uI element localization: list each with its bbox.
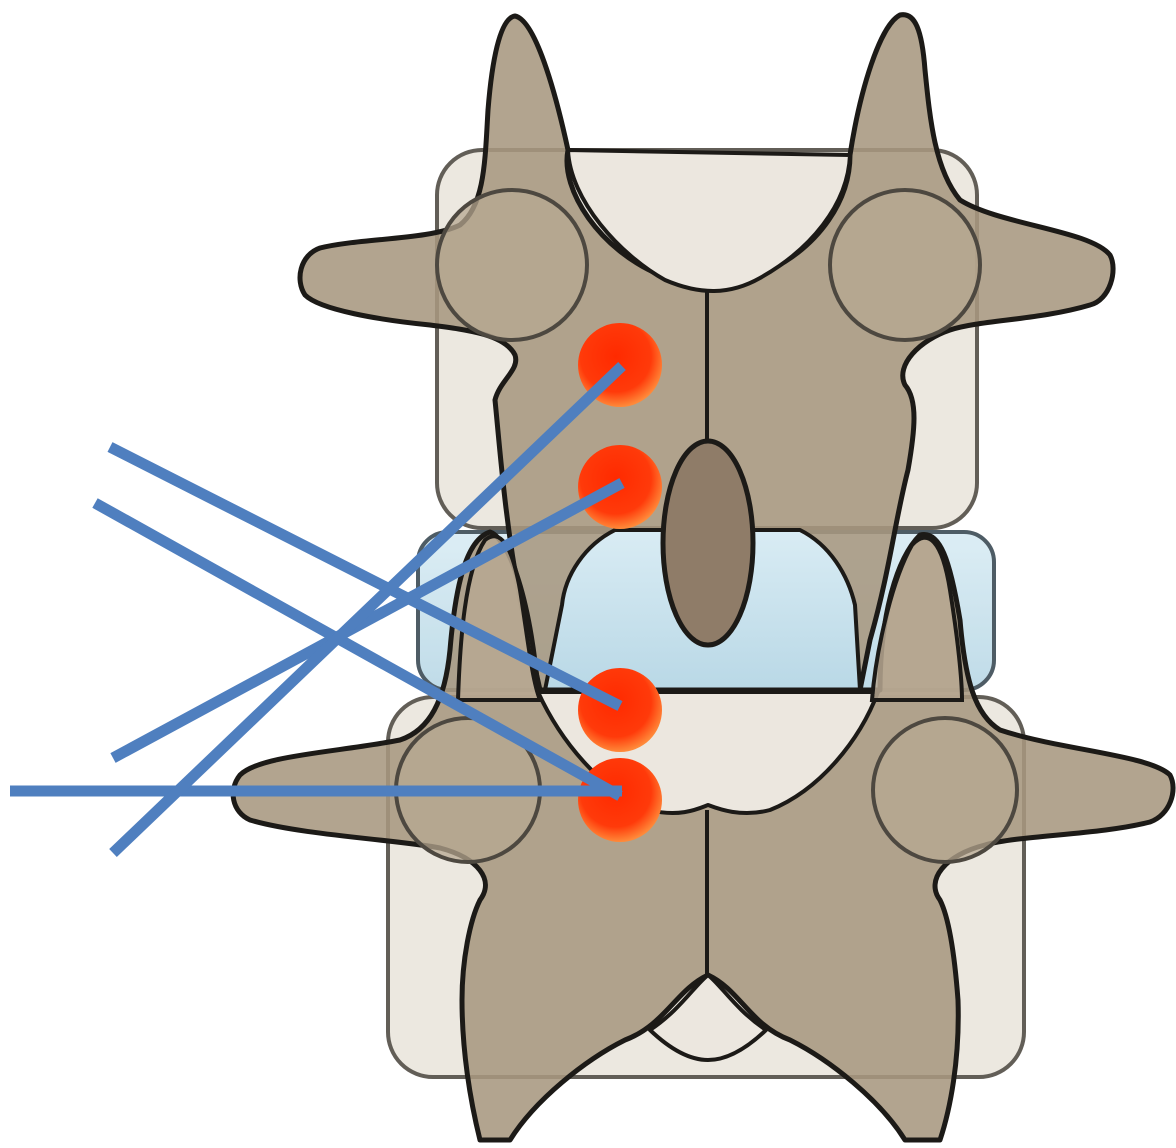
target-point-lower-2 [578,758,662,842]
upper-left-facet [437,190,587,340]
spinous-process [663,441,753,645]
lower-right-facet [873,718,1017,862]
target-point-lower-1 [578,668,662,752]
upper-right-facet [830,190,980,340]
